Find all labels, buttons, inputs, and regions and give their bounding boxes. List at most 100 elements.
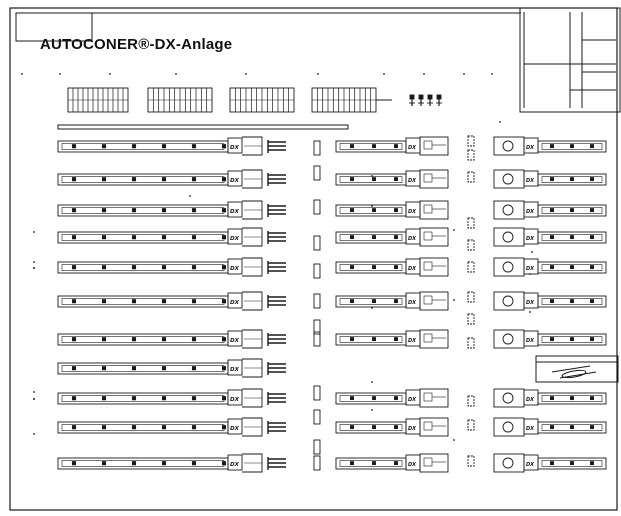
buffer-box (467, 313, 475, 325)
machine-inner (541, 395, 603, 402)
machine-label: DX (230, 397, 240, 403)
winding-machine: DX (335, 291, 449, 311)
doffer-unit (419, 291, 449, 311)
winding-machine: DX (57, 200, 286, 220)
bobbin-circle (502, 392, 514, 404)
bobbin-circle (502, 295, 514, 307)
machine-inner (541, 207, 603, 214)
column-dot (245, 73, 247, 75)
doffer-unit (493, 329, 525, 349)
spindle-mark (191, 396, 197, 401)
machine-inner (339, 234, 403, 241)
spindle-mark (570, 396, 574, 401)
winding-machine: DX (493, 227, 607, 247)
spindle-mark (372, 265, 376, 270)
spindle-mark (550, 396, 554, 401)
doffer-unit (419, 329, 449, 349)
spindle-mark (101, 425, 107, 430)
machine-inner (339, 395, 403, 402)
spindle-mark (131, 396, 137, 401)
winding-machine: DX (57, 417, 286, 437)
spindle-mark (350, 425, 354, 430)
machine-inner (339, 336, 403, 343)
spindle-mark (101, 208, 107, 213)
winding-machine: DX (493, 136, 607, 156)
machine-body (537, 173, 607, 186)
transport-arrow-icon (551, 365, 597, 379)
buffer-box (313, 263, 321, 279)
spindle-mark (71, 265, 77, 270)
title-tab (15, 12, 93, 42)
machine-body (537, 392, 607, 405)
doffer-unit (419, 417, 449, 437)
buffer-box (467, 135, 475, 147)
spindle-mark (131, 144, 137, 149)
machine-label: DX (526, 266, 535, 272)
spindle-mark (372, 299, 376, 304)
winding-machine: DX (335, 227, 449, 247)
buffer-box (467, 395, 475, 407)
buffer-box (313, 455, 321, 471)
machine-label: DX (408, 426, 417, 432)
machine-inner (61, 460, 225, 467)
spinning-frame (311, 87, 377, 113)
machine-inner (541, 460, 603, 467)
machine-label: DX (408, 300, 417, 306)
bobbin-symbol-icon (436, 94, 442, 106)
machine-inner (339, 298, 403, 305)
machine-label: DX (526, 338, 535, 344)
spindle-mark (590, 235, 594, 240)
machine-inner (61, 298, 225, 305)
winding-machine: DX (493, 291, 607, 311)
spindle-mark (590, 177, 594, 182)
buffer-box (313, 385, 321, 401)
reference-dot (33, 391, 35, 393)
doffer-unit (493, 200, 525, 220)
spindle-mark (101, 366, 107, 371)
column-dot (59, 73, 61, 75)
spindle-mark (372, 208, 376, 213)
spindle-mark (101, 337, 107, 342)
buffer-box (467, 171, 475, 183)
spindle-mark (221, 425, 227, 430)
bobbin-head (436, 94, 442, 100)
machine-label: DX (408, 145, 417, 151)
bobbin-circle (502, 140, 514, 152)
spindle-mark (550, 425, 554, 430)
winding-machine: DX (57, 169, 286, 189)
machine-label: DX (408, 178, 417, 184)
doffer-unit (419, 169, 449, 189)
bobbin-circle (502, 173, 514, 185)
spindle-mark (71, 235, 77, 240)
machine-inner (339, 143, 403, 150)
spindle-mark (191, 425, 197, 430)
doffer-box (423, 204, 433, 214)
spindle-mark (191, 265, 197, 270)
buffer-box (313, 165, 321, 181)
column-dot (33, 398, 35, 400)
buffer-box (313, 235, 321, 251)
doffer-unit (493, 227, 525, 247)
buffer-box (467, 239, 475, 251)
machine-label: DX (230, 338, 240, 344)
winding-machine: DX (335, 417, 449, 437)
doffer-box (423, 392, 433, 402)
winding-machine: DX (335, 453, 449, 473)
machine-head (227, 258, 243, 275)
spinning-frame (229, 87, 295, 113)
spindle-mark (221, 235, 227, 240)
spindle-mark (131, 425, 137, 430)
spindle-mark (372, 235, 376, 240)
spindle-mark (550, 265, 554, 270)
doffer-unit (493, 417, 525, 437)
bobbin-head (409, 94, 415, 100)
machine-inner (541, 264, 603, 271)
winding-machine: DX (335, 136, 449, 156)
buffer-box (313, 409, 321, 425)
buffer-box (467, 149, 475, 161)
machine-inner (339, 460, 403, 467)
spindle-mark (221, 461, 227, 466)
doffer-box (423, 457, 433, 467)
machine-label: DX (230, 145, 240, 151)
spindle-mark (590, 144, 594, 149)
